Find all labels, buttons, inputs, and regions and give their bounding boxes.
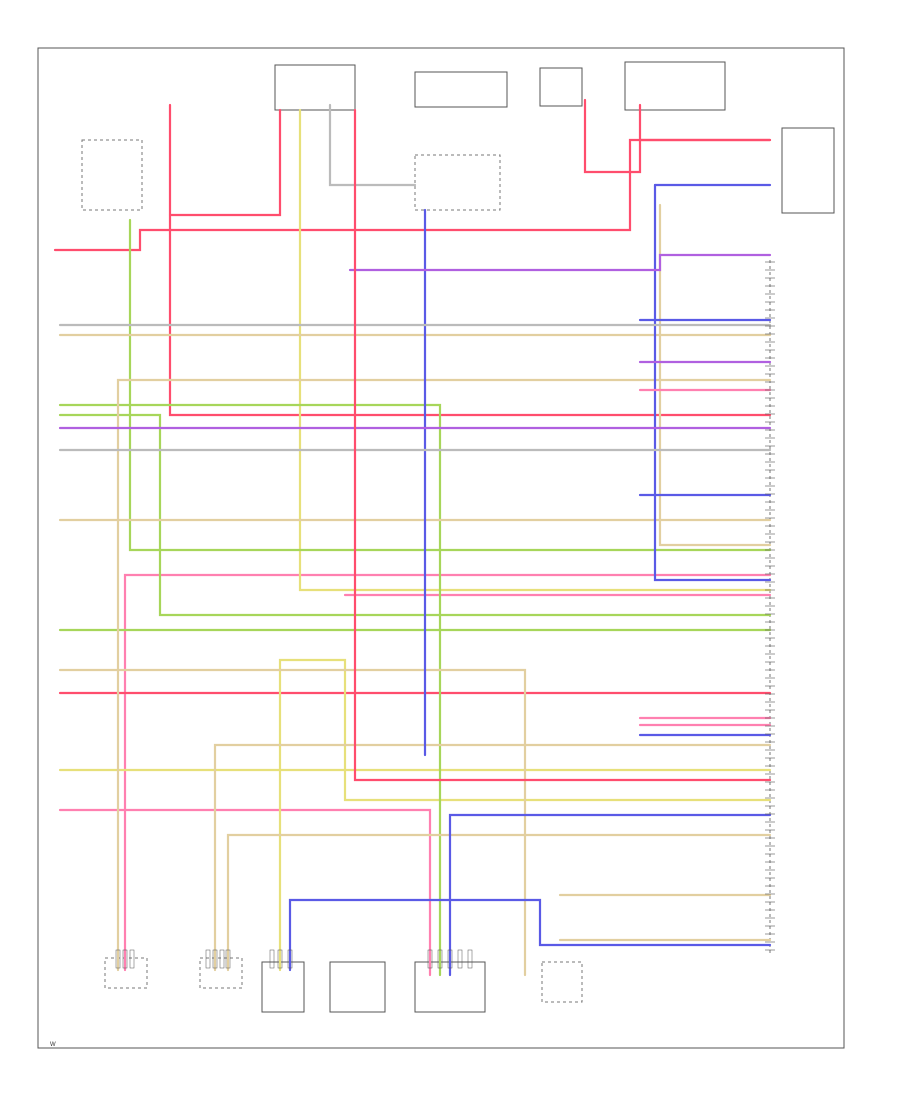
fuel-tank-sensor-box: [261, 961, 305, 1013]
relay-box: [274, 64, 356, 111]
connector-terminal: [287, 949, 293, 969]
wire-gray-38: [328, 103, 417, 187]
wire-green-12: [58, 403, 442, 977]
wire-blue-27: [448, 813, 772, 977]
connector-terminal: [225, 949, 231, 969]
wire-red-42: [353, 108, 772, 782]
wire-layer: [53, 98, 772, 977]
connector-terminal: [447, 949, 453, 969]
wire-yellow-9: [298, 108, 772, 592]
ignition-switch-box: [81, 139, 143, 211]
wire-tan-21: [213, 743, 772, 972]
connector-terminal: [205, 949, 211, 969]
wire-pink-4: [123, 573, 772, 972]
transmission-sensor-connector: [199, 957, 243, 989]
connector-terminal: [269, 949, 275, 969]
wire-tan-18: [116, 378, 772, 972]
pin-tick-layer: [115, 261, 775, 969]
connector-terminal: [115, 949, 121, 969]
wire-tan-20: [58, 668, 527, 977]
connector-terminal: [467, 949, 473, 969]
pressure-sensor-box: [329, 961, 386, 1013]
wire-blue-26: [288, 898, 772, 972]
fuse-block-small: [539, 67, 583, 107]
connector-terminal: [437, 949, 443, 969]
wire-red-7: [583, 98, 642, 174]
connector-terminal: [219, 949, 225, 969]
wire-red-1: [168, 108, 282, 217]
diagram-frame: [37, 47, 845, 1049]
connector-terminal: [277, 949, 283, 969]
diagram-code: W: [50, 1042, 56, 1048]
wire-tan-22: [658, 203, 772, 547]
fuse-box-top: [414, 71, 508, 108]
connector-terminal: [129, 949, 135, 969]
connector-terminal: [457, 949, 463, 969]
wire-green-13: [58, 413, 772, 617]
connector-terminal: [427, 949, 433, 969]
wire-green-14: [128, 218, 772, 552]
connector-terminal: [212, 949, 218, 969]
wire-blue-29: [653, 183, 772, 582]
wire-pink-3: [58, 808, 432, 977]
instrument-cluster-box: [414, 154, 501, 211]
wire-tan-19: [226, 833, 772, 972]
oil-switch-box: [541, 961, 583, 1003]
switch-box-right: [781, 127, 835, 214]
wire-red-2: [53, 138, 772, 252]
wire-red-0: [168, 103, 772, 417]
wire-violet-34: [348, 253, 772, 272]
wire-yellow-10: [278, 658, 772, 972]
fuse-box-right: [624, 61, 726, 111]
connector-terminal: [122, 949, 128, 969]
